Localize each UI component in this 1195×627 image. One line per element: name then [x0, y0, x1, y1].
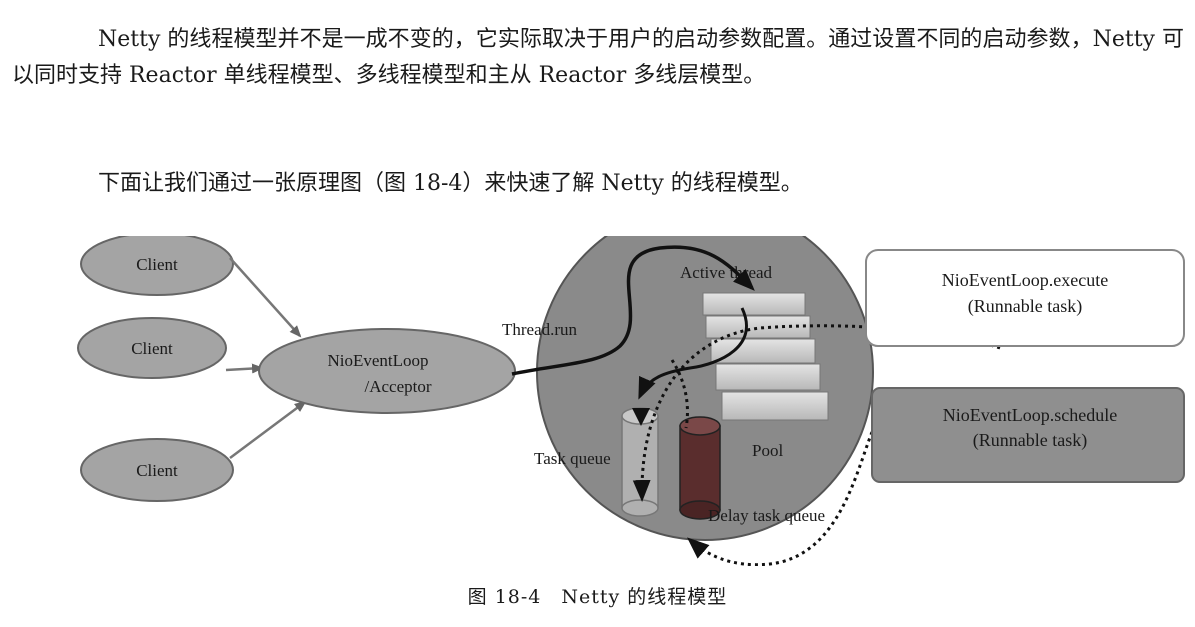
task-queue-label: Task queue [534, 449, 611, 468]
figure-intro-paragraph: 下面让我们通过一张原理图（图 18-4）来快速了解 Netty 的线程模型。 [98, 171, 803, 196]
schedule-box-line2: (Runnable task) [973, 430, 1087, 451]
execute-to-task-queue-dotted-arrow [632, 324, 1001, 502]
client-label: Client [136, 255, 178, 274]
client1-to-acceptor-arrow [229, 257, 302, 338]
task-queue-internal-dotted-arrow [670, 359, 689, 429]
delay-task-queue-label: Delay task queue [708, 506, 825, 525]
client-node-1: Client [80, 236, 234, 296]
client2-to-acceptor-arrow [225, 363, 264, 374]
schedule-box-line1: NioEventLoop.schedule [943, 405, 1117, 425]
client-node-2: Client [77, 317, 227, 379]
execute-box-line1: NioEventLoop.execute [942, 270, 1108, 290]
task-queue-cylinder [621, 407, 659, 517]
thread-pool-stack [702, 292, 829, 421]
client-node-3: Client [80, 438, 234, 502]
figure-caption: 图 18-4 Netty 的线程模型 [467, 586, 728, 608]
schedule-box: NioEventLoop.schedule (Runnable task) [871, 387, 1185, 483]
intro-paragraph: Netty 的线程模型并不是一成不变的，它实际取决于用户的启动参数配置。通过设置… [12, 27, 1184, 88]
netty-thread-model-diagram: Client Client Client NioEventLoop /Accep… [77, 236, 1185, 566]
thread-run-label: Thread.run [502, 320, 578, 339]
acceptor-label-line1: NioEventLoop [327, 351, 428, 370]
client-label: Client [131, 339, 173, 358]
task-queue-top-marker [632, 408, 650, 426]
acceptor-label-line2: /Acceptor [364, 377, 431, 396]
delay-task-queue-cylinder [679, 416, 721, 520]
active-thread-to-task-queue-arrow [638, 307, 748, 400]
thread-run-arrow [511, 245, 755, 376]
execute-box-line2: (Runnable task) [968, 296, 1082, 317]
execute-box: NioEventLoop.execute (Runnable task) [865, 249, 1185, 347]
client3-to-acceptor-arrow [229, 400, 307, 460]
acceptor-node: NioEventLoop /Acceptor [258, 328, 516, 414]
client-label: Client [136, 461, 178, 480]
pool-label: Pool [752, 441, 783, 460]
